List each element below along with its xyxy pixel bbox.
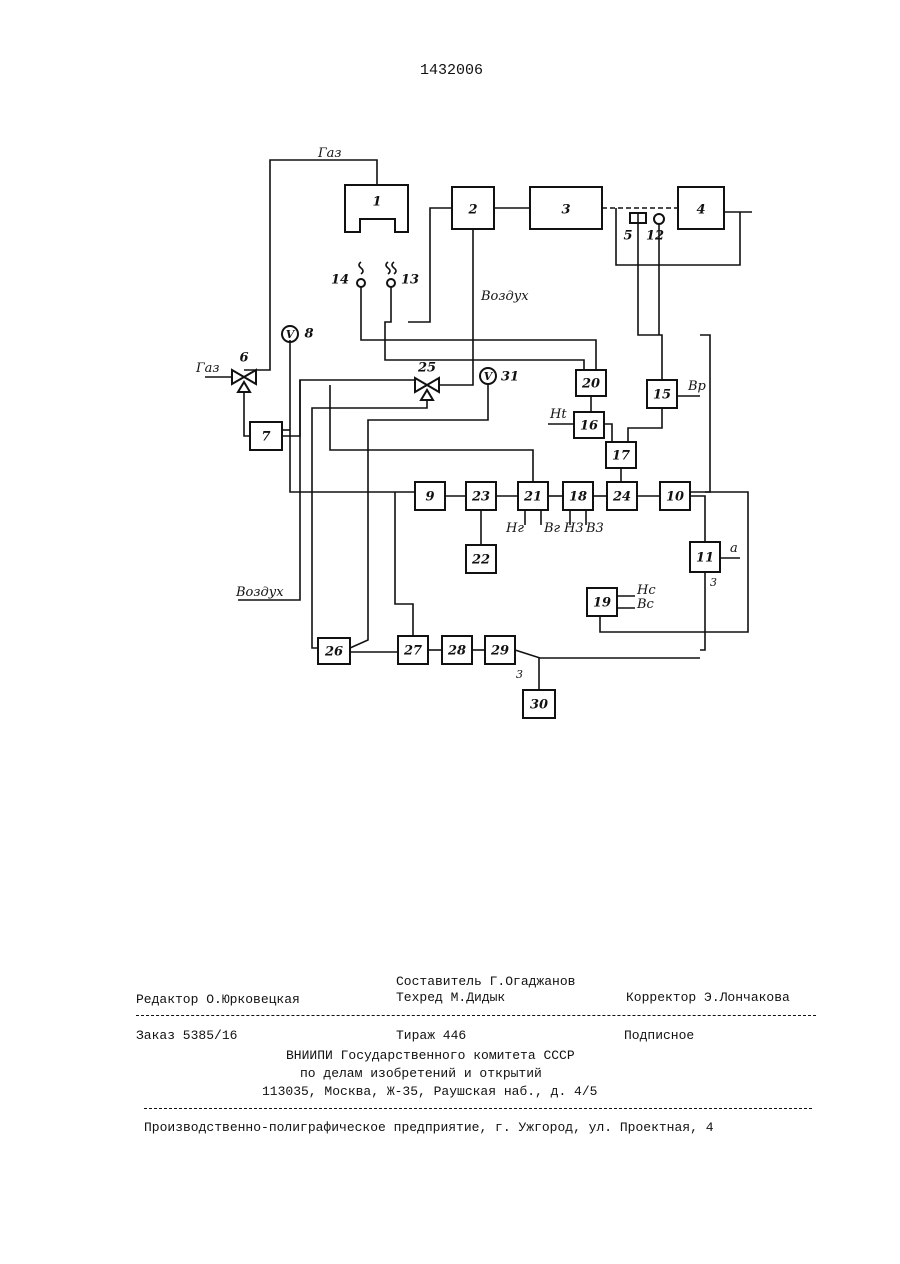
label-h3: Н3 [563, 521, 584, 536]
block-2-label: 2 [467, 203, 477, 218]
block-15-label: 15 [653, 388, 671, 403]
block-21-label: 21 [523, 490, 542, 505]
block-24-label: 24 [612, 490, 631, 505]
block-18-label: 18 [569, 490, 587, 505]
org-line-1: ВНИИПИ Государственного комитета СССР [286, 1048, 575, 1063]
label-gas-left: Газ [195, 361, 219, 376]
block-29-label: 29 [490, 644, 509, 659]
techred: Техред М.Дидык [396, 990, 505, 1005]
circulation: Тираж 446 [396, 1028, 466, 1043]
editor: Редактор О.Юрковецкая [136, 992, 300, 1007]
block-28-label: 28 [447, 644, 466, 659]
valve-6 [232, 370, 256, 392]
block-23-label: 23 [471, 490, 490, 505]
label-13: 13 [401, 273, 419, 288]
label-hc: Нс [636, 583, 656, 598]
subscription: Подписное [624, 1028, 694, 1043]
label-bp: Вр [687, 379, 707, 394]
org-line-2: по делам изобретений и открытий [300, 1066, 542, 1081]
label-air-top: Воздух [480, 289, 529, 304]
block-22-label: 22 [471, 553, 490, 568]
block-1-label: 1 [372, 195, 381, 210]
label-air-bottom: Воздух [235, 585, 284, 600]
block-20-label: 20 [581, 377, 600, 392]
separator-2 [144, 1108, 812, 1109]
block-11-label: 11 [696, 551, 714, 566]
thermocouple-13 [386, 262, 396, 287]
label-5: 5 [623, 229, 632, 244]
label-12: 12 [646, 229, 664, 244]
block-3-label: 3 [561, 203, 570, 218]
block-7-label: 7 [261, 430, 270, 445]
label-bc: Вс [636, 597, 655, 612]
label-bf: Вг [543, 521, 561, 536]
label-three-a: 3 [710, 576, 717, 589]
separator-1 [136, 1015, 816, 1016]
block-17-label: 17 [612, 449, 630, 464]
connections [205, 160, 752, 690]
compiler: Составитель Г.Огаджанов [396, 974, 575, 989]
label-8: 8 [304, 327, 313, 342]
block-diagram: 1 2 3 4 5 12 14 13 6 25 V 8 V 31 7 20 16 [0, 0, 900, 760]
sensor-12 [654, 214, 664, 224]
block-9-label: 9 [425, 490, 434, 505]
voltmeter-8-symbol: V [286, 328, 296, 341]
voltmeter-31-symbol: V [484, 370, 494, 383]
order: Заказ 5385/16 [136, 1028, 237, 1043]
label-hf: Нг [505, 521, 524, 536]
corrector: Корректор Э.Лончакова [626, 990, 790, 1005]
label-gas-top: Газ [317, 146, 341, 161]
block-26-label: 26 [324, 645, 343, 660]
label-a: а [730, 541, 738, 556]
thermocouple-14 [357, 262, 365, 287]
printer: Производственно-полиграфическое предприя… [144, 1120, 714, 1135]
label-6: 6 [239, 351, 248, 366]
block-19-label: 19 [593, 596, 611, 611]
block-4-label: 4 [696, 203, 705, 218]
label-ht: Нt [549, 407, 567, 422]
label-31: 31 [501, 370, 519, 385]
block-10-label: 10 [666, 490, 684, 505]
valve-25 [415, 378, 439, 400]
block-1: 1 [345, 185, 408, 232]
label-three-b: 3 [516, 668, 523, 681]
block-30-label: 30 [530, 698, 548, 713]
block-27-label: 27 [403, 644, 422, 659]
block-16-label: 16 [580, 419, 598, 434]
label-25-valve: 25 [417, 361, 436, 376]
label-b3: В3 [585, 521, 604, 536]
label-14: 14 [331, 273, 349, 288]
address: 113035, Москва, Ж-35, Раушская наб., д. … [262, 1084, 597, 1099]
